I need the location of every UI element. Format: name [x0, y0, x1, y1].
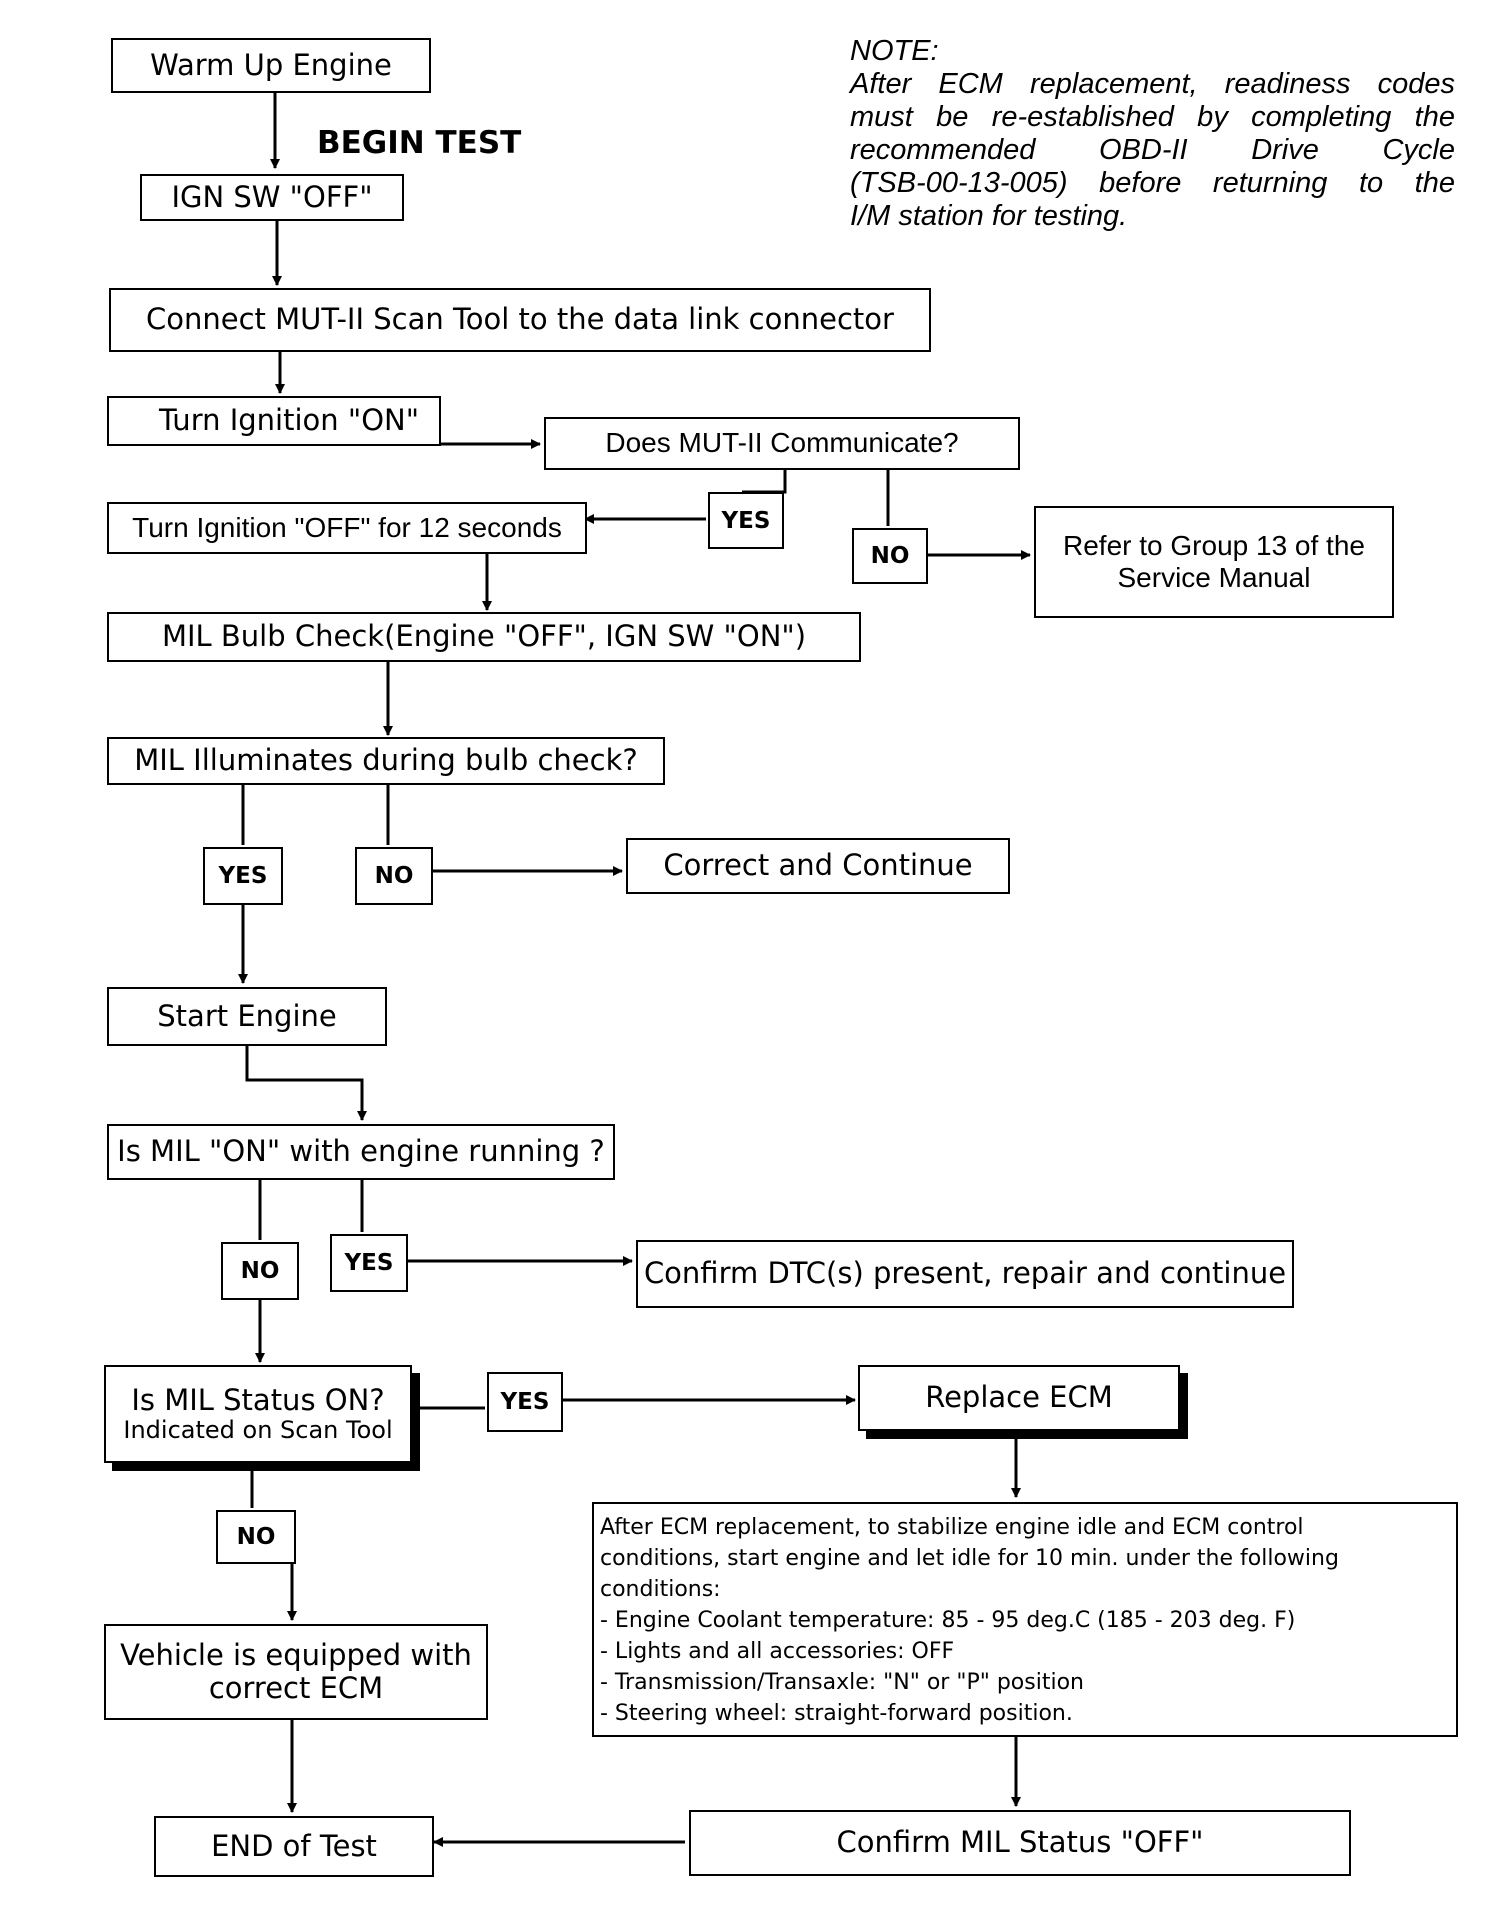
- instruction-line-6: - Transmission/Transaxle: "N" or "P" pos…: [600, 1670, 1084, 1695]
- mil-on-running-box: Is MIL "ON" with engine running ?: [107, 1124, 615, 1180]
- yes-label-illuminates: YES: [203, 847, 283, 905]
- instruction-line-4: - Engine Coolant temperature: 85 - 95 de…: [600, 1608, 1296, 1633]
- confirm-mil-off-box: Confirm MIL Status "OFF": [689, 1810, 1351, 1876]
- start-engine-box: Start Engine: [107, 987, 387, 1046]
- after-replacement-instructions: After ECM replacement, to stabilize engi…: [592, 1502, 1458, 1737]
- instruction-line-1: After ECM replacement, to stabilize engi…: [600, 1515, 1304, 1540]
- equipped-line-2: correct ECM: [208, 1671, 384, 1705]
- no-label-mil-running: NO: [221, 1242, 299, 1300]
- equipped-line-1: Vehicle is equipped with: [120, 1637, 472, 1672]
- yes-label-mil-status: YES: [487, 1372, 563, 1432]
- note-line-3: recommended OBD-II Drive Cycle: [850, 134, 1455, 166]
- turn-ignition-off-12s-box: Turn Ignition "OFF" for 12 seconds: [107, 502, 587, 554]
- does-mut-communicate-box: Does MUT-II Communicate?: [544, 417, 1020, 470]
- mil-status-line-2: Indicated on Scan Tool: [123, 1415, 393, 1444]
- mil-bulb-check-box: MIL Bulb Check(Engine "OFF", IGN SW "ON"…: [107, 612, 861, 662]
- yes-label-mil-running: YES: [330, 1234, 408, 1292]
- begin-test-label: BEGIN TEST: [317, 125, 522, 161]
- mil-status-on-box: Is MIL Status ON? Indicated on Scan Tool: [104, 1365, 412, 1463]
- correct-and-continue-box: Correct and Continue: [626, 838, 1010, 894]
- note-line-2: must be re-established by completing the: [850, 101, 1455, 133]
- instruction-line-3: conditions:: [600, 1577, 721, 1602]
- line-communicate-to-yes: [742, 468, 787, 494]
- vehicle-equipped-correct-ecm-box: Vehicle is equipped with correct ECM: [104, 1624, 488, 1720]
- mil-illuminates-box: MIL Illuminates during bulb check?: [107, 737, 665, 785]
- instruction-line-2: conditions, start engine and let idle fo…: [600, 1546, 1339, 1571]
- replace-ecm-box: Replace ECM: [858, 1365, 1180, 1431]
- refer-line-2: Service Manual: [1117, 562, 1311, 593]
- refer-group-13-box: Refer to Group 13 of the Service Manual: [1034, 506, 1394, 618]
- arrow-startengine-to-milon: [245, 1044, 367, 1121]
- turn-ignition-on-box: Turn Ignition "ON": [107, 396, 441, 446]
- no-label-mil-status: NO: [216, 1510, 296, 1564]
- note-line-4: (TSB-00-13-005) before returning to the: [850, 167, 1455, 199]
- instruction-line-7: - Steering wheel: straight-forward posit…: [600, 1701, 1073, 1726]
- note-line-5: I/M station for testing.: [850, 200, 1128, 232]
- end-of-test-box: END of Test: [154, 1816, 434, 1877]
- confirm-dtc-box: Confirm DTC(s) present, repair and conti…: [636, 1240, 1294, 1308]
- note-block: NOTE: After ECM replacement, readiness c…: [850, 35, 1455, 233]
- ign-sw-off-box: IGN SW "OFF": [140, 174, 404, 221]
- instruction-line-5: - Lights and all accessories: OFF: [600, 1639, 955, 1664]
- note-heading: NOTE:: [850, 35, 939, 67]
- warm-up-engine-box: Warm Up Engine: [111, 38, 431, 93]
- refer-line-1: Refer to Group 13 of the: [1063, 529, 1365, 561]
- no-label-communicate: NO: [852, 528, 928, 584]
- no-label-illuminates: NO: [355, 847, 433, 905]
- mil-status-line-1: Is MIL Status ON?: [131, 1382, 385, 1417]
- connect-scan-tool-box: Connect MUT-II Scan Tool to the data lin…: [109, 288, 931, 352]
- note-line-1: After ECM replacement, readiness codes: [850, 68, 1455, 100]
- yes-label-communicate: YES: [708, 492, 784, 549]
